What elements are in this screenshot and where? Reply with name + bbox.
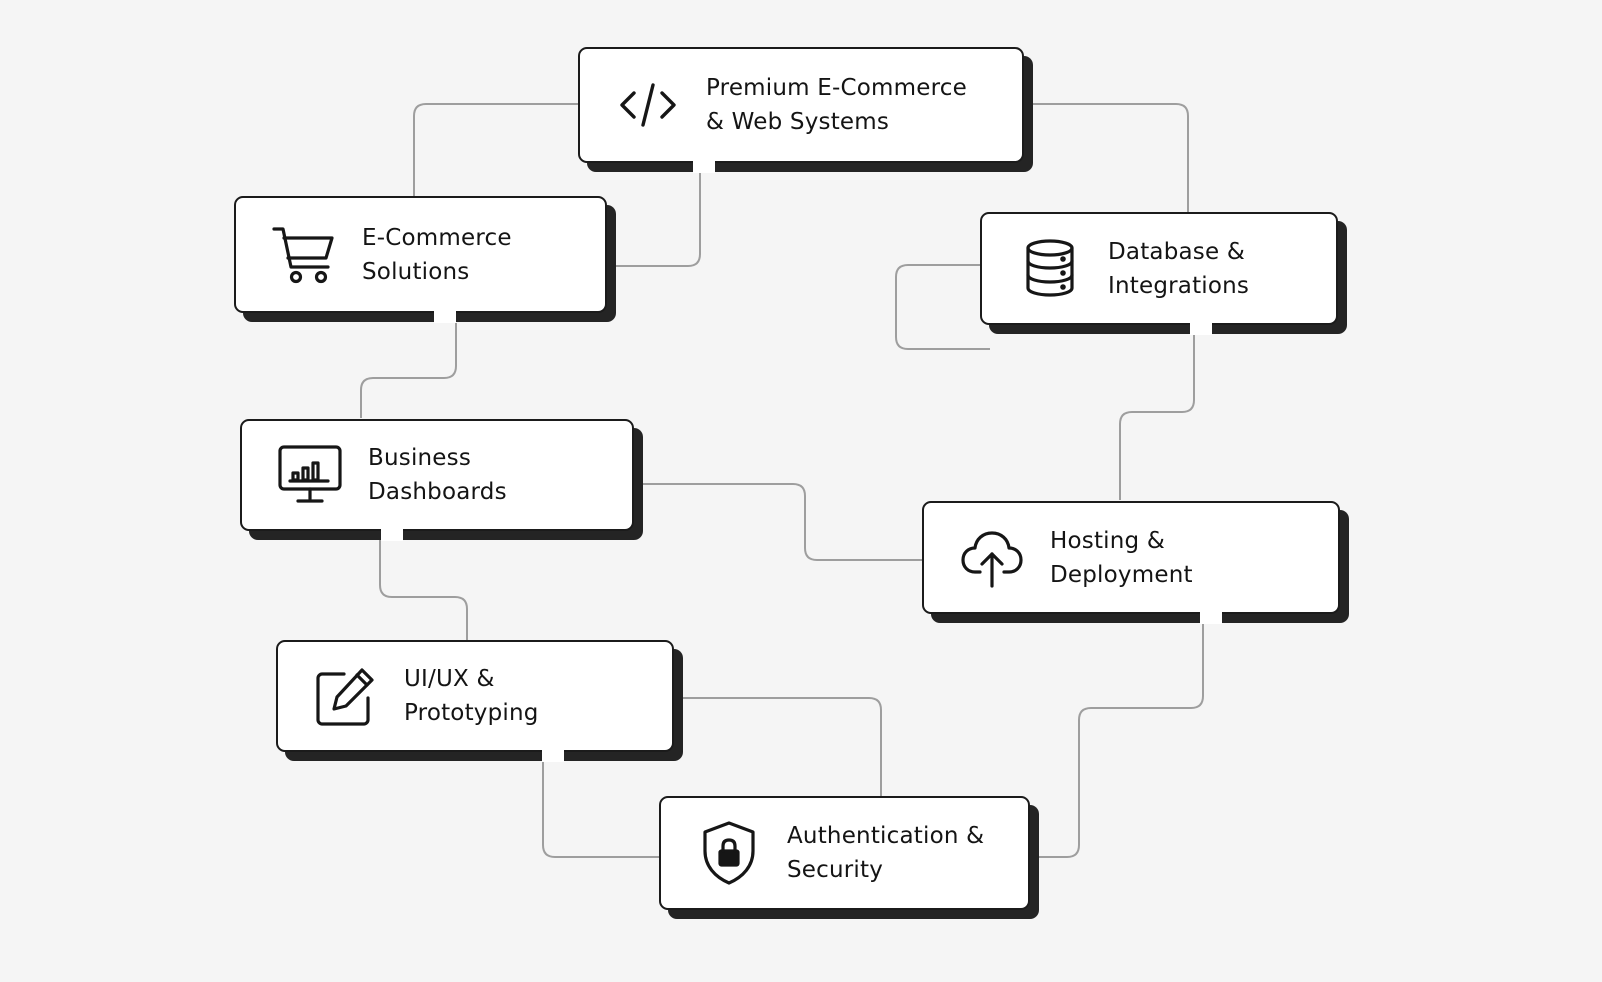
connector-ecommerce-to-dashboards bbox=[360, 323, 457, 418]
connector-notch bbox=[381, 527, 403, 541]
connector-premium-to-database bbox=[1024, 103, 1189, 212]
connector-hosting-to-auth bbox=[1030, 622, 1204, 858]
node-uiux: UI/UX & Prototyping bbox=[276, 640, 674, 762]
database-icon bbox=[1016, 235, 1084, 303]
node-label: Hosting & Deployment bbox=[1050, 524, 1193, 592]
connector-notch bbox=[1200, 610, 1222, 624]
connector-database-to-hosting bbox=[1119, 335, 1195, 500]
node-label: Business Dashboards bbox=[368, 441, 507, 509]
node-label-line1: E-Commerce bbox=[362, 224, 512, 251]
shield-lock-icon bbox=[695, 819, 763, 887]
connector-notch bbox=[1190, 321, 1212, 335]
node-database: Database & Integrations bbox=[980, 212, 1338, 335]
node-label: E-Commerce Solutions bbox=[362, 221, 512, 289]
node-label-line2: Dashboards bbox=[368, 479, 507, 505]
node-hosting: Hosting & Deployment bbox=[922, 501, 1340, 624]
connector-notch bbox=[693, 159, 715, 173]
node-label-line1: UI/UX & bbox=[404, 666, 495, 692]
shopping-cart-icon bbox=[270, 221, 338, 289]
connector-uiux-to-auth bbox=[674, 697, 882, 796]
node-label-line2: Prototyping bbox=[404, 700, 539, 726]
node-label-line2: Solutions bbox=[362, 258, 470, 285]
cloud-upload-icon bbox=[958, 524, 1026, 592]
node-label-line2: & Web Systems bbox=[706, 109, 890, 135]
connector-uiux-to-auth-secondary bbox=[542, 760, 659, 858]
node-label-line2: Security bbox=[787, 857, 884, 883]
connector-premium-to-ecommerce-secondary bbox=[607, 168, 701, 267]
node-premium-web: Premium E-Commerce & Web Systems bbox=[578, 47, 1024, 173]
node-label-line1: Database & bbox=[1108, 238, 1245, 265]
edit-pencil-icon bbox=[312, 662, 380, 730]
node-label: Authentication & Security bbox=[787, 819, 984, 887]
connector-dashboards-to-uiux bbox=[379, 538, 468, 640]
dashboard-monitor-icon bbox=[276, 441, 344, 509]
connector-premium-to-ecommerce bbox=[413, 103, 578, 196]
code-icon bbox=[614, 71, 682, 139]
node-label-line1: Authentication & bbox=[787, 823, 985, 849]
node-label-line1: Business bbox=[368, 445, 472, 471]
node-label: Premium E-Commerce & Web Systems bbox=[706, 71, 967, 139]
connector-notch bbox=[542, 748, 564, 762]
node-label-line1: Hosting & bbox=[1050, 527, 1165, 554]
node-auth: Authentication & Security bbox=[659, 796, 1030, 910]
node-label: UI/UX & Prototyping bbox=[404, 662, 539, 730]
node-label-line1: Premium E-Commerce bbox=[706, 75, 967, 101]
node-label-line2: Deployment bbox=[1050, 561, 1193, 588]
node-dashboards: Business Dashboards bbox=[240, 419, 634, 541]
node-label-line2: Integrations bbox=[1108, 272, 1250, 299]
node-label: Database & Integrations bbox=[1108, 235, 1249, 303]
connector-database-loop bbox=[895, 264, 990, 350]
connector-dashboards-to-hosting bbox=[634, 483, 922, 561]
node-ecommerce: E-Commerce Solutions bbox=[234, 196, 607, 323]
connector-notch bbox=[434, 309, 456, 323]
